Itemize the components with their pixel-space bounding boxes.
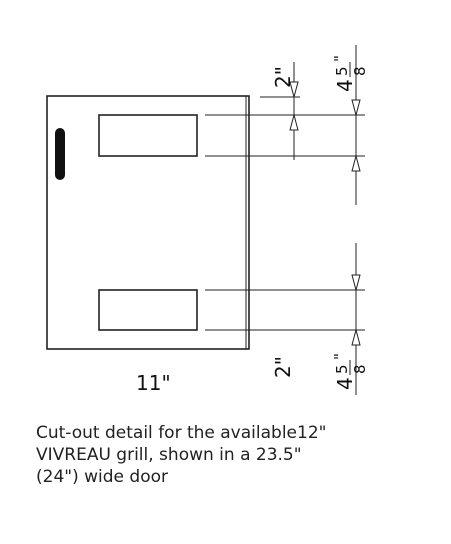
- width-label: 11": [136, 371, 171, 395]
- svg-text:5: 5: [333, 364, 351, 374]
- door-handle: [55, 128, 65, 180]
- caption: Cut-out detail for the available12" VIVR…: [36, 422, 436, 488]
- svg-text:4: 4: [333, 377, 357, 390]
- bottom-gap-label: 2": [271, 356, 295, 378]
- top-total-label: 4 5 8 ": [331, 55, 369, 92]
- caption-line-2: VIVREAU grill, shown in a 23.5": [36, 445, 302, 465]
- extension-lines: [205, 96, 365, 331]
- svg-text:": ": [331, 55, 349, 62]
- svg-text:": ": [331, 353, 349, 360]
- svg-text:5: 5: [333, 66, 351, 76]
- top-cutout: [98, 114, 198, 157]
- arrowheads: [289, 81, 361, 346]
- svg-text:8: 8: [351, 66, 369, 76]
- bottom-total-label: 4 5 8 ": [331, 353, 369, 390]
- bottom-cutout: [98, 289, 198, 331]
- caption-line-3: (24") wide door: [36, 467, 168, 487]
- svg-text:8: 8: [351, 364, 369, 374]
- caption-line-1: Cut-out detail for the available12": [36, 423, 327, 443]
- svg-text:4: 4: [333, 79, 357, 92]
- dimension-lines: [293, 45, 357, 395]
- top-gap-label: 2": [271, 66, 295, 88]
